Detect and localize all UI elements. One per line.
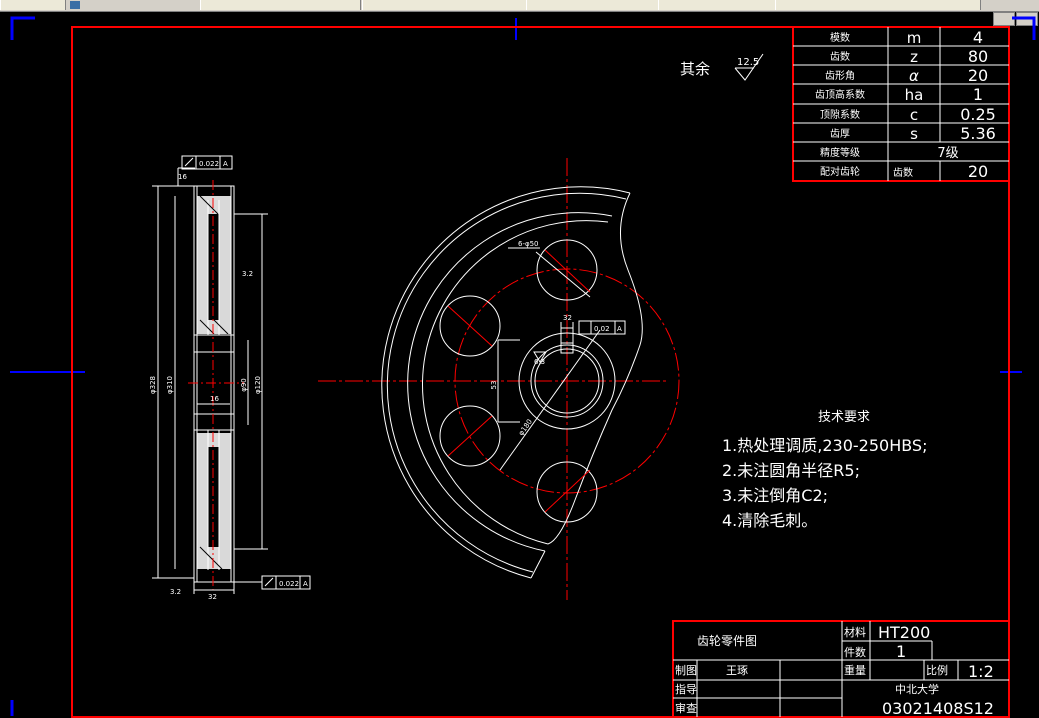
param-value-accuracy-grade: 7级 [937,146,958,161]
window-tab-strip [0,0,1039,12]
param-name-accuracy-grade: 精度等级 [820,146,860,159]
tol-frame-bottom-ref: A [303,580,308,588]
param-symbol-clearance-coef: c [910,106,918,124]
param-name-module: 模数 [830,31,850,44]
dim-root-diameter: φ310 [166,376,174,394]
tol-frame-front-ref: A [617,325,622,333]
surface-finish-value: 12.5 [737,57,759,68]
title-drawn-label: 制图 [675,664,697,677]
tol-frame-front-value: 0.02 [594,325,610,333]
title-scale-label: 比例 [926,663,948,677]
window-tab-1[interactable] [0,0,66,10]
tech-requirement-2: 2.未注圆角半径R5; [722,461,860,480]
dim-hole-pcd: φ180 [517,418,534,437]
param-symbol-module: m [907,29,922,47]
dim-width-top: 16 [178,173,187,181]
roughness-bottom-value: 3.2 [170,588,181,596]
title-review-label: 审查 [675,701,697,715]
dim-lightening-holes: 6-φ50 [518,240,539,248]
title-material-label: 材料 [844,625,866,639]
param-symbol-pressure-angle: α [909,67,919,85]
tech-requirement-3: 3.未注倒角C2; [722,486,828,505]
title-material-value: HT200 [878,623,930,642]
tech-requirements-title: 技术要求 [818,410,870,425]
title-quantity-value: 1 [896,642,906,661]
gear-front-view [318,158,680,600]
window-tab-2[interactable] [200,0,361,10]
dim-keyway-width: 32 [563,314,572,322]
surface-finish-label: 其余 [680,60,710,78]
param-name-pressure-angle: 齿形角 [825,70,855,82]
tech-requirement-4: 4.清除毛刺。 [722,511,817,530]
param-symbol-tooth-thickness: s [910,125,918,143]
param-value-module: 4 [973,28,983,47]
title-drawing-code: 03021408S12 [882,699,994,718]
param-name-mating-gear: 配对齿轮 [820,165,860,178]
param-symbol-mating-gear: 齿数 [893,166,913,179]
dim-bore-depth: 53 [490,381,498,390]
gear-section-view [152,155,311,594]
dim-width-mid: 16 [210,395,219,403]
title-guide-label: 指导 [675,682,697,696]
tol-frame-top-ref: A [223,160,228,168]
param-name-teeth: 齿数 [830,50,850,63]
window-tab-6[interactable] [775,0,981,10]
title-quantity-label: 件数 [844,646,866,659]
param-name-tooth-thickness: 齿厚 [830,128,850,140]
dim-width-bottom: 32 [208,593,217,601]
sheet-border [71,26,1010,718]
title-school: 中北大学 [895,682,939,696]
param-symbol-addendum-coef: ha [905,86,924,104]
title-drawn-by: 王琢 [726,664,748,677]
param-value-pressure-angle: 20 [968,66,988,85]
roughness-bore-value: 6.3 [534,358,545,366]
roughness-side-value: 3.2 [242,270,253,278]
param-value-mating-gear: 20 [968,162,988,181]
tol-frame-bottom-value: 0.022 [279,580,299,588]
tol-frame-top-value: 0.022 [199,160,219,168]
surface-finish-symbol [734,53,764,81]
dim-hub-inner-diameter: φ90 [240,378,248,392]
app-icon [70,1,80,9]
dim-hub-outer-diameter: φ120 [254,376,262,394]
param-value-tooth-thickness: 5.36 [960,124,996,143]
param-name-addendum-coef: 齿顶高系数 [815,88,865,101]
param-value-teeth: 80 [968,47,988,66]
title-part-name: 齿轮零件图 [697,634,757,648]
param-value-clearance-coef: 0.25 [960,105,996,124]
title-scale-value: 1:2 [968,662,994,681]
tech-requirement-1: 1.热处理调质,230-250HBS; [722,436,927,455]
params-table [792,26,1010,182]
title-block [672,620,1010,718]
param-symbol-teeth: z [910,48,918,66]
param-name-clearance-coef: 顶隙系数 [820,108,860,121]
dim-outer-diameter: φ328 [149,376,157,394]
title-weight-label: 重量 [844,663,866,677]
param-value-addendum-coef: 1 [973,85,983,104]
